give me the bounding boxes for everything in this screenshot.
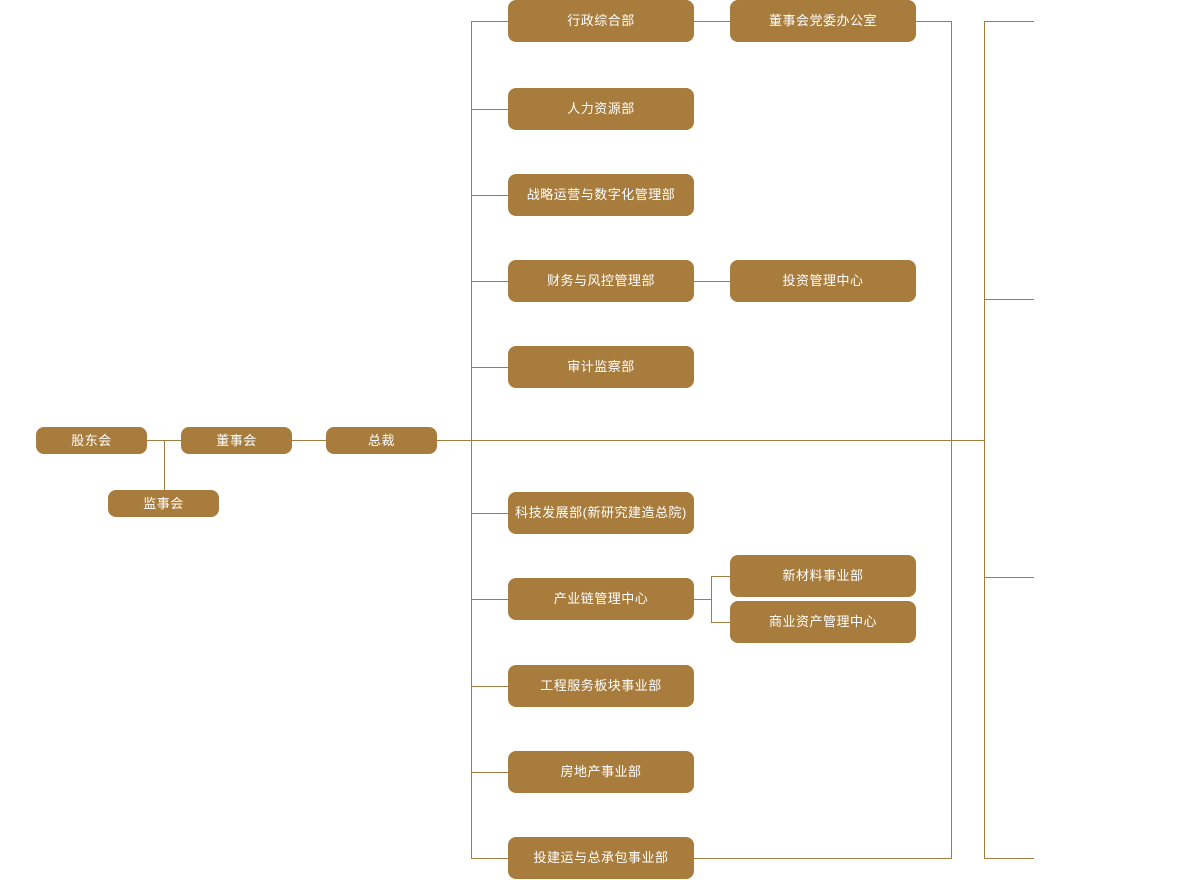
connector-left-rail — [471, 21, 472, 858]
node-admin-general-dept[interactable]: 行政综合部 — [508, 0, 694, 42]
connector-board-to-president — [292, 440, 326, 441]
node-label: 商业资产管理中心 — [768, 614, 877, 630]
node-board-of-directors[interactable]: 董事会 — [181, 427, 292, 454]
node-label: 行政综合部 — [567, 13, 635, 29]
connector-outer-stub-lower — [984, 577, 1034, 578]
connector-branch-to-commercial-asset — [711, 622, 730, 623]
node-tech-development-dept[interactable]: 科技发展部(新研究建造总院) — [508, 492, 694, 534]
node-real-estate-division[interactable]: 房地产事业部 — [508, 751, 694, 793]
node-supervisory-board[interactable]: 监事会 — [108, 490, 219, 517]
node-industry-chain-center[interactable]: 产业链管理中心 — [508, 578, 694, 620]
connector-party-office-to-inner-rail — [916, 21, 951, 22]
node-label: 投资管理中心 — [782, 273, 864, 289]
node-president[interactable]: 总裁 — [326, 427, 437, 454]
node-label: 工程服务板块事业部 — [540, 678, 662, 694]
node-human-resources-dept[interactable]: 人力资源部 — [508, 88, 694, 130]
node-label: 总裁 — [367, 432, 395, 448]
connector-branch-to-new-materials — [711, 576, 730, 577]
node-label: 监事会 — [143, 495, 184, 511]
node-label: 股东会 — [71, 432, 112, 448]
node-label: 董事会 — [216, 432, 257, 448]
node-board-party-office[interactable]: 董事会党委办公室 — [730, 0, 916, 42]
connector-inner-rail — [951, 21, 952, 859]
connector-industry-chain-branch-stem — [694, 599, 711, 600]
connector-industry-chain-branch-rail — [711, 576, 712, 622]
connector-president-trunk — [437, 440, 984, 441]
node-label: 产业链管理中心 — [553, 591, 649, 607]
node-strategy-digital-dept[interactable]: 战略运营与数字化管理部 — [508, 174, 694, 216]
node-label: 投建运与总承包事业部 — [533, 850, 669, 866]
connector-stub-human-resources — [471, 109, 508, 110]
connector-stub-tech-development — [471, 513, 508, 514]
connector-stub-engineering-services — [471, 686, 508, 687]
node-label: 新材料事业部 — [782, 568, 864, 584]
node-label: 战略运营与数字化管理部 — [526, 187, 676, 203]
node-shareholders-meeting[interactable]: 股东会 — [36, 427, 147, 454]
connector-outer-rail — [984, 21, 985, 859]
connector-outer-stub-bottom — [984, 858, 1034, 859]
connector-outer-stub-middle — [984, 299, 1034, 300]
node-new-materials-division[interactable]: 新材料事业部 — [730, 555, 916, 597]
node-finance-risk-dept[interactable]: 财务与风控管理部 — [508, 260, 694, 302]
connector-stub-industry-chain — [471, 599, 508, 600]
connector-outer-stub-top — [984, 21, 1034, 22]
connector-board-junction-to-supervisory-drop — [164, 440, 165, 490]
connector-stub-admin-general — [471, 21, 508, 22]
node-commercial-asset-center[interactable]: 商业资产管理中心 — [730, 601, 916, 643]
connector-finance-to-investment — [694, 281, 730, 282]
node-label: 董事会党委办公室 — [768, 13, 877, 29]
node-engineering-services-division[interactable]: 工程服务板块事业部 — [508, 665, 694, 707]
node-invest-build-epc-division[interactable]: 投建运与总承包事业部 — [508, 837, 694, 879]
connector-epc-to-inner-rail — [694, 858, 951, 859]
connector-stub-invest-build-epc — [471, 858, 508, 859]
node-label: 审计监察部 — [567, 359, 635, 375]
connector-admin-to-party-office — [694, 21, 730, 22]
node-label: 科技发展部(新研究建造总院) — [515, 505, 687, 521]
node-label: 财务与风控管理部 — [546, 273, 655, 289]
node-audit-supervision-dept[interactable]: 审计监察部 — [508, 346, 694, 388]
connector-stub-strategy-digital — [471, 195, 508, 196]
connector-stub-finance-risk — [471, 281, 508, 282]
node-label: 房地产事业部 — [560, 764, 642, 780]
node-label: 人力资源部 — [567, 101, 635, 117]
node-investment-center[interactable]: 投资管理中心 — [730, 260, 916, 302]
connector-stub-audit-supervision — [471, 367, 508, 368]
connector-stub-real-estate — [471, 772, 508, 773]
